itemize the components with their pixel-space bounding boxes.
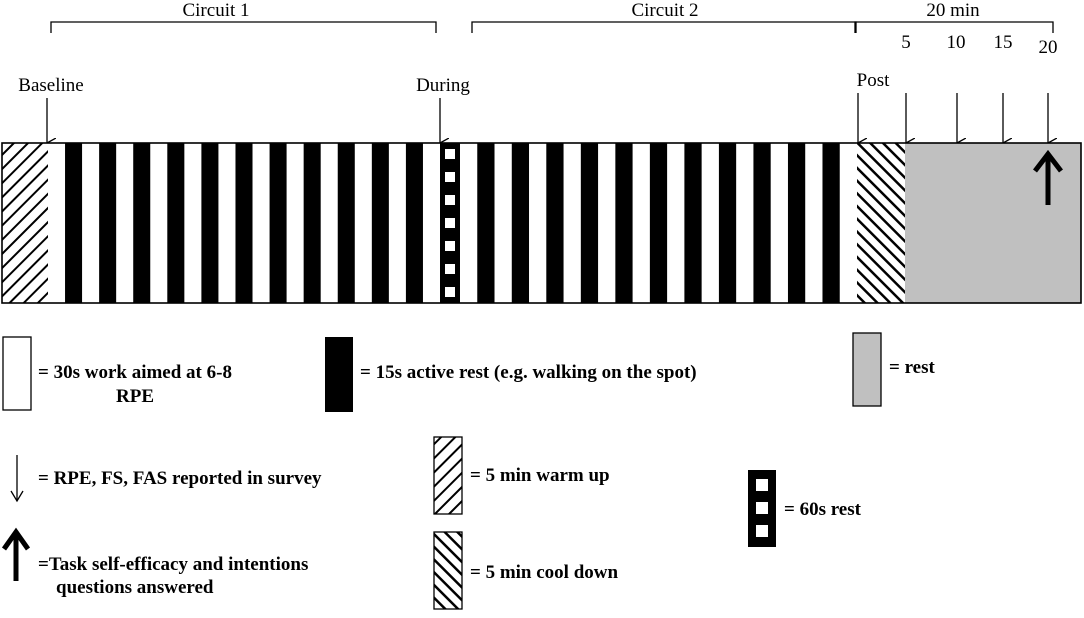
work-stripe-c1-10: [218, 143, 236, 303]
legend-survey-arrow: [10, 455, 24, 503]
active-rest-stripe-c2-9: [615, 143, 633, 303]
circuit1-rest-60s: [440, 143, 460, 303]
active-rest-stripe-c1-3: [99, 143, 117, 303]
minute-tick-15: 15: [994, 32, 1013, 53]
work-stripe-c2-20: [805, 143, 823, 303]
during-label: During: [416, 75, 470, 96]
rest-60s-square: [756, 502, 768, 514]
work-stripe-c1-20: [388, 143, 407, 303]
timeline-outline: [1, 142, 1082, 304]
active-rest-stripe-c2-1: [477, 143, 495, 303]
legend-survey-text: = RPE, FS, FAS reported in survey: [38, 468, 322, 489]
task-arrow-in-timeline: [1033, 149, 1063, 205]
circuit1-stripes: [48, 143, 441, 303]
minute-tick-5: 5: [901, 32, 911, 53]
active-rest-stripe-c2-11: [649, 143, 668, 303]
work-stripe-c1-12: [252, 143, 270, 303]
active-rest-stripe-c2-7: [580, 143, 599, 303]
work-stripe-c2-6: [563, 143, 582, 303]
rest-60s-square: [756, 479, 768, 491]
rest-60s-square: [445, 287, 455, 297]
legend-rest-text: = rest: [889, 357, 935, 378]
circuit1-label: Circuit 1: [182, 0, 249, 21]
active-rest-stripe-c2-13: [684, 143, 702, 303]
work-stripe-c1-4: [116, 143, 134, 303]
timeline-bar: [1, 142, 1082, 304]
active-rest-stripe-c2-15: [718, 143, 737, 303]
active-rest-stripe-c1-5: [133, 143, 151, 303]
circuit2-bracket: [471, 21, 857, 33]
active-rest-stripe-c2-5: [546, 143, 564, 303]
legend-work-text-2: RPE: [116, 386, 154, 407]
work-stripe-c2-16: [736, 143, 754, 303]
work-stripe-c1-14: [286, 143, 304, 303]
active-rest-stripe-c1-13: [269, 143, 287, 303]
active-rest-stripe-c1-19: [371, 143, 390, 303]
minute-tick-10: 10: [947, 32, 966, 53]
active-rest-stripe-c2-17: [753, 143, 771, 303]
legend-task-text-1: =Task self-efficacy and intentions: [38, 554, 308, 575]
minute-tick-20: 20: [1039, 37, 1058, 58]
legend-warm-up-text: = 5 min warm up: [470, 465, 610, 486]
active-rest-stripe-c1-9: [201, 143, 219, 303]
work-stripe-c2-14: [701, 143, 720, 303]
survey-arrows: [47, 93, 1048, 143]
legend-task-text-2: questions answered: [56, 577, 214, 598]
work-stripe-c1-22: [422, 143, 441, 303]
active-rest-stripe-c1-1: [65, 143, 83, 303]
rest-60s-square: [445, 195, 455, 205]
active-rest-stripe-c2-3: [511, 143, 530, 303]
work-stripe-c1-6: [150, 143, 168, 303]
legend-work-swatch: [2, 336, 32, 411]
warm-up-block: [2, 143, 48, 303]
legend-task-arrow: [1, 527, 31, 581]
rest-60s-square: [445, 241, 455, 251]
legend-rest-swatch: [852, 332, 882, 407]
work-stripe-c2-4: [529, 143, 547, 303]
legend-cool-down-text: = 5 min cool down: [470, 562, 618, 583]
work-stripe-c2-8: [598, 143, 616, 303]
work-stripe-c1-2: [82, 143, 100, 303]
active-rest-stripe-c1-11: [235, 143, 253, 303]
active-rest-stripe-c1-17: [337, 143, 356, 303]
work-stripe-c2-10: [632, 143, 651, 303]
active-rest-stripe-c1-7: [167, 143, 185, 303]
baseline-label: Baseline: [18, 75, 83, 96]
legend-work-text-1: = 30s work aimed at 6-8: [38, 362, 232, 383]
rest-60s-square: [756, 525, 768, 537]
legend-active-rest-swatch: [325, 337, 353, 412]
legend-warm-up-swatch: [433, 436, 463, 515]
work-stripe-c1-16: [320, 143, 339, 303]
work-stripe-c2-18: [770, 143, 789, 303]
work-stripe-c1-8: [184, 143, 202, 303]
rest-60s-square: [445, 264, 455, 274]
post-period-label: 20 min: [926, 0, 980, 21]
rest-60s-square: [445, 149, 455, 159]
active-rest-stripe-c1-15: [303, 143, 321, 303]
work-stripe-c2-12: [667, 143, 685, 303]
work-stripe-c2-2: [494, 143, 513, 303]
legend-rest-60s-text: = 60s rest: [784, 499, 862, 520]
rest-block: [905, 143, 1081, 303]
rest-60s-square: [445, 218, 455, 228]
active-rest-stripe-c1-21: [405, 143, 424, 303]
circuit2-label: Circuit 2: [631, 0, 698, 21]
work-stripe-c2-0: [460, 143, 478, 303]
active-rest-stripe-c2-21: [822, 143, 841, 303]
circuit2-stripes: [460, 143, 858, 303]
post-period-bracket: [854, 21, 1054, 33]
circuit1-bracket: [50, 21, 437, 33]
active-rest-stripe-c2-19: [787, 143, 806, 303]
legend-cool-down-swatch: [433, 531, 463, 610]
post-label: Post: [857, 70, 890, 91]
work-stripe-c2-22: [839, 143, 858, 303]
cool-down-block: [857, 143, 905, 303]
legend-active-rest-text: = 15s active rest (e.g. walking on the s…: [360, 362, 697, 383]
work-stripe-c1-0: [48, 143, 66, 303]
legend-rest-60s-swatch: [748, 470, 776, 547]
work-stripe-c1-18: [354, 143, 373, 303]
rest-60s-square: [445, 172, 455, 182]
